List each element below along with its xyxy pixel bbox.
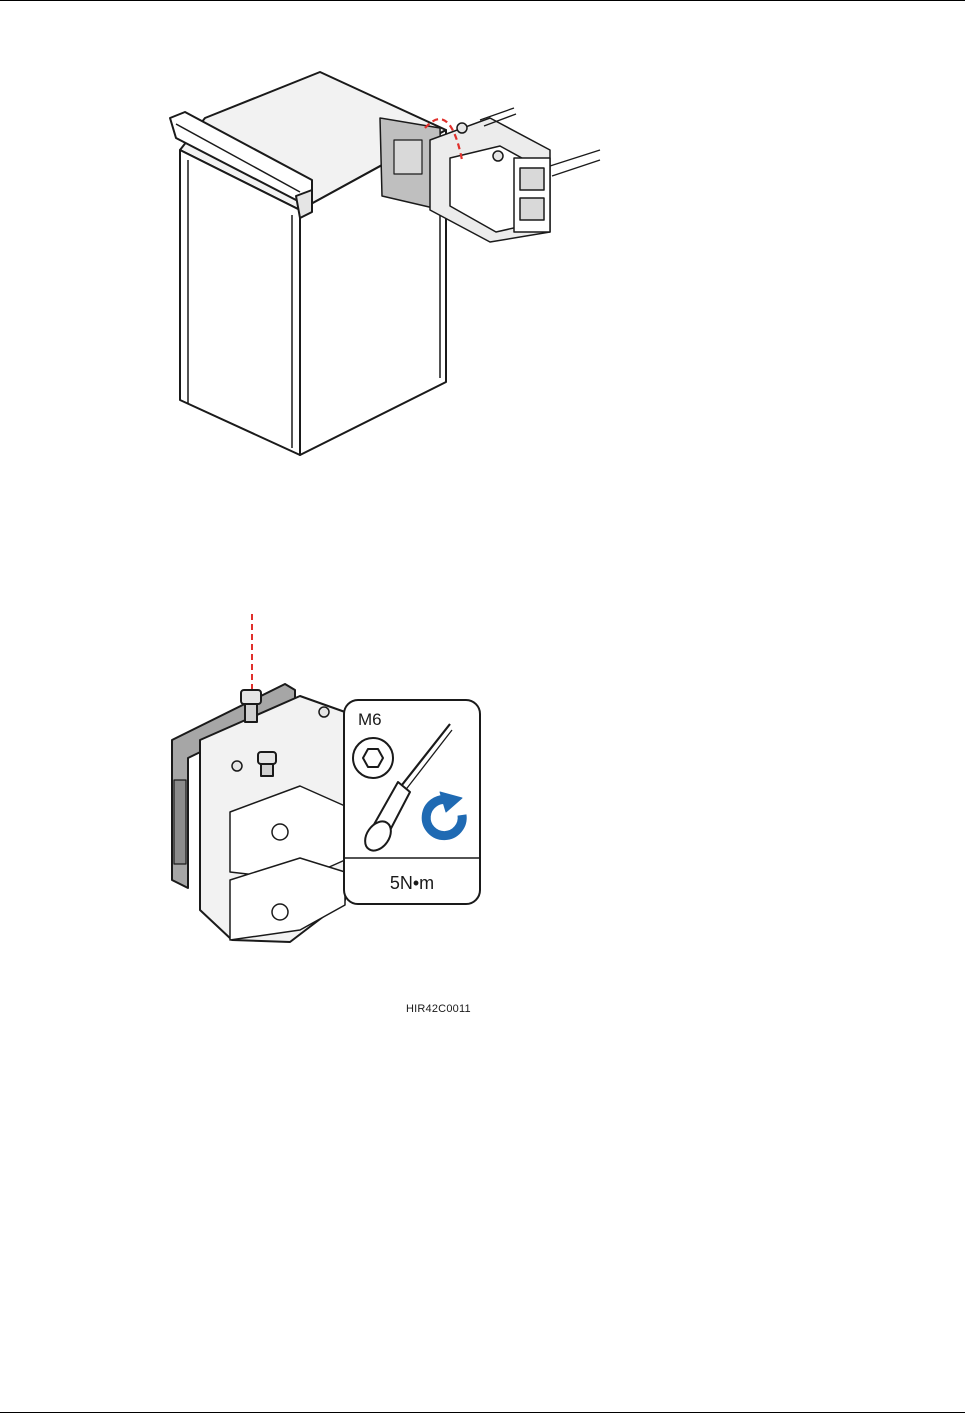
torque-label: 5N•m <box>390 873 434 893</box>
screw-middle <box>258 752 276 776</box>
footer-rule <box>0 1412 965 1413</box>
screw-size-label: M6 <box>358 710 382 729</box>
screw-top <box>241 690 261 722</box>
cabinet-illustration <box>170 72 600 455</box>
wall-bracket <box>430 108 600 242</box>
figure-code: HIR42C0011 <box>406 1003 471 1015</box>
hex-socket-icon <box>353 738 393 778</box>
